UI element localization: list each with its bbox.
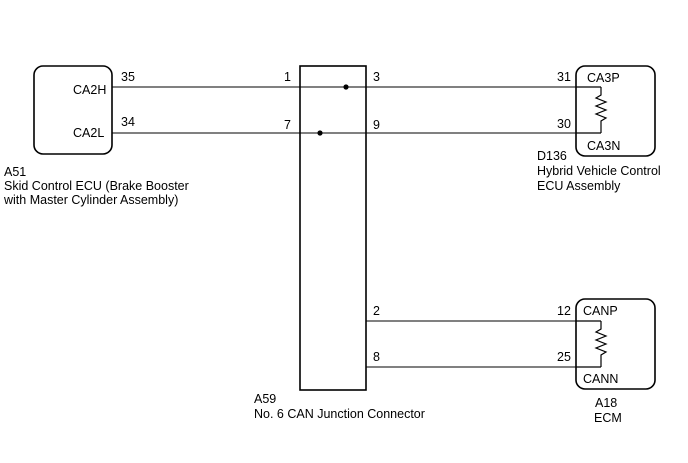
a51-pin-label-ca2h: CA2H (73, 83, 106, 97)
a51-name-line2: with Master Cylinder Assembly) (3, 193, 178, 207)
a18-name: ECM (594, 411, 622, 425)
a59-pin-2: 2 (373, 304, 380, 318)
d136-name-line2: ECU Assembly (537, 179, 621, 193)
a51-pin-label-ca2l: CA2L (73, 126, 104, 140)
d136-hybrid-vehicle-control-ecu: CA3P CA3N 31 30 D136 Hybrid Vehicle Cont… (537, 65, 661, 193)
a18-pin-number-25: 25 (557, 350, 571, 364)
a51-box (33, 65, 113, 155)
a18-resistor-icon (594, 321, 608, 367)
a59-pin-8: 8 (373, 350, 380, 364)
a51-name-line1: Skid Control ECU (Brake Booster (4, 179, 189, 193)
a18-pin-number-12: 12 (557, 304, 571, 318)
a51-pin-number-34: 34 (121, 115, 135, 129)
a59-pin-7: 7 (284, 118, 291, 132)
a18-pin-label-cann: CANN (583, 372, 618, 386)
a18-ecm: CANP CANN 12 25 A18 ECM (557, 298, 656, 425)
a59-box (299, 65, 367, 391)
d136-ref: D136 (537, 149, 567, 163)
a51-pin-number-35: 35 (121, 70, 135, 84)
a59-name: No. 6 CAN Junction Connector (254, 407, 425, 421)
wire-high-to-canp (345, 87, 576, 322)
d136-pin-number-30: 30 (557, 117, 571, 131)
d136-pin-label-ca3p: CA3P (587, 71, 620, 85)
a18-pin-label-canp: CANP (583, 304, 618, 318)
d136-name-line1: Hybrid Vehicle Control (537, 164, 661, 178)
a51-skid-control-ecu: CA2H CA2L 35 34 A51 Skid Control ECU (Br… (3, 65, 189, 207)
a51-ref: A51 (4, 165, 26, 179)
a59-pin-9: 9 (373, 118, 380, 132)
a59-can-junction-connector: 1 7 3 9 2 8 A59 No. 6 CAN Junction Conne… (254, 65, 425, 421)
a18-ref: A18 (595, 396, 617, 410)
a59-pin-1: 1 (284, 70, 291, 84)
a59-junction-high (343, 84, 349, 90)
a59-pin-3: 3 (373, 70, 380, 84)
d136-resistor-icon (594, 87, 608, 133)
a59-ref: A59 (254, 392, 276, 406)
d136-pin-number-31: 31 (557, 70, 571, 84)
d136-pin-label-ca3n: CA3N (587, 139, 620, 153)
a59-junction-low (317, 130, 323, 136)
